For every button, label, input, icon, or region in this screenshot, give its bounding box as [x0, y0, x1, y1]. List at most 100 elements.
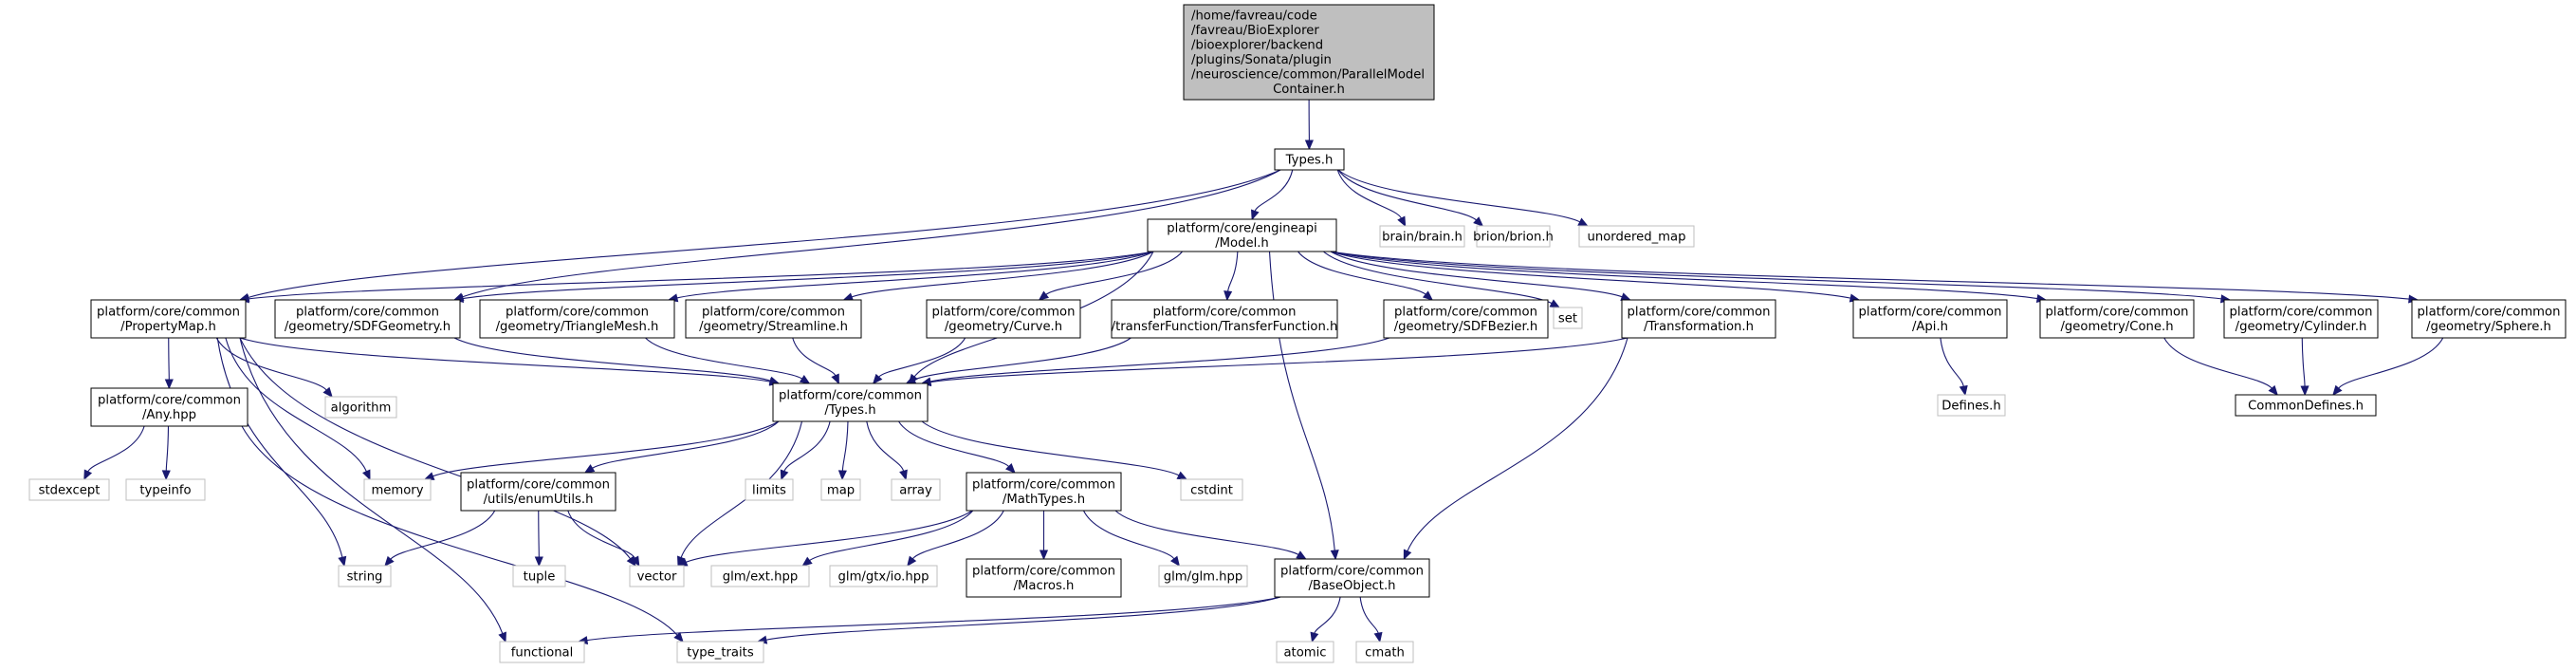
- edge-baseobject-h-to-type-traits: [765, 596, 1281, 641]
- edge-propertymap-h-to-algorithm: [215, 337, 327, 391]
- node-box: [363, 478, 432, 501]
- edge-arrowhead: [673, 631, 684, 643]
- node-tuple: tuple: [512, 565, 566, 587]
- node-streamline-h[interactable]: platform/core/common/geometry/Streamline…: [685, 299, 862, 339]
- node-box: [966, 472, 1122, 512]
- node-cone-h[interactable]: platform/core/common/geometry/Cone.h: [2039, 299, 2195, 339]
- node-label: /geometry/Curve.h: [945, 320, 1062, 334]
- node-label: platform/core/common: [932, 306, 1076, 320]
- node-box: [629, 565, 685, 587]
- edge-arrowhead: [1549, 299, 1561, 308]
- node-label: /neuroscience/common/ParallelModel: [1191, 68, 1425, 83]
- node-box: [1274, 558, 1430, 598]
- node-sdfgeometry-h[interactable]: platform/core/common/geometry/SDFGeometr…: [274, 299, 461, 339]
- edge-arrowhead: [1176, 471, 1188, 480]
- node-label: platform/core/common: [506, 306, 649, 320]
- node-label: memory: [371, 483, 423, 497]
- node-label: /bioexplorer/backend: [1191, 39, 1323, 53]
- node-any-hpp[interactable]: platform/core/common/Any.hpp: [90, 387, 248, 427]
- node-label: platform/core/common: [1153, 306, 1297, 320]
- edge-arrowhead: [1403, 549, 1412, 561]
- node-label: platform/core/common: [702, 306, 845, 320]
- edge-arrowhead: [831, 373, 839, 385]
- node-root[interactable]: /home/favreau/code/favreau/BioExplorer/b…: [1183, 4, 1435, 101]
- node-defines-h: Defines.h: [1937, 394, 2006, 417]
- node-label: map: [827, 483, 855, 497]
- edge-propertymap-h-to-vector: [239, 337, 632, 560]
- node-sphere-h[interactable]: platform/core/common/geometry/Sphere.h: [2411, 299, 2567, 339]
- node-label: /Transformation.h: [1644, 320, 1754, 334]
- node-label: /geometry/Cylinder.h: [2236, 320, 2367, 334]
- node-propertymap-h[interactable]: platform/core/common/PropertyMap.h: [90, 299, 247, 339]
- edge-sdfgeometry-h-to-common-types-h: [453, 337, 771, 382]
- edge-types-h-to-propertymap-h: [248, 169, 1281, 299]
- edge-model-h-to-transferfunction-h: [1227, 251, 1239, 292]
- node-trianglemesh-h[interactable]: platform/core/common/geometry/TriangleMe…: [479, 299, 675, 339]
- edge-transformation-h-to-common-types-h: [929, 337, 1628, 383]
- node-mathtypes-h[interactable]: platform/core/common/MathTypes.h: [966, 472, 1122, 512]
- node-label: platform/core/common: [972, 565, 1115, 579]
- node-map: map: [820, 478, 861, 501]
- node-box: [829, 565, 938, 587]
- node-commondefines-h[interactable]: CommonDefines.h: [2235, 394, 2377, 417]
- node-label: platform/core/common: [2230, 306, 2373, 320]
- edge-arrowhead: [1577, 217, 1589, 227]
- node-box: [2411, 299, 2567, 339]
- node-label: string: [347, 569, 383, 584]
- node-curve-h[interactable]: platform/core/common/geometry/Curve.h: [926, 299, 1081, 339]
- node-label: Defines.h: [1941, 399, 2000, 413]
- edge-transferfunction-h-to-common-types-h: [913, 337, 1132, 381]
- node-label: glm/glm.hpp: [1164, 569, 1243, 584]
- node-box: [1147, 218, 1337, 252]
- edge-common-types-h-to-vector: [680, 420, 803, 558]
- edges-layer: [83, 99, 2444, 645]
- edge-trianglemesh-h-to-common-types-h: [645, 337, 803, 380]
- node-transformation-h[interactable]: platform/core/common/Transformation.h: [1621, 299, 1776, 339]
- node-label: platform/core/common: [1859, 306, 2002, 320]
- node-box: [1379, 225, 1465, 248]
- node-cylinder-h[interactable]: platform/core/common/geometry/Cylinder.h: [2223, 299, 2379, 339]
- node-box: [90, 299, 247, 339]
- node-types-h[interactable]: Types.h: [1274, 148, 1345, 171]
- edge-arrowhead: [907, 555, 917, 568]
- node-string: string: [338, 565, 392, 587]
- node-baseobject-h[interactable]: platform/core/common/BaseObject.h: [1274, 558, 1430, 598]
- node-macros-h[interactable]: platform/core/common/Macros.h: [966, 558, 1122, 598]
- edge-propertymap-h-to-string: [216, 337, 343, 558]
- node-label: /MathTypes.h: [1003, 493, 1085, 507]
- edge-arrowhead: [164, 379, 174, 390]
- node-transferfunction-h[interactable]: platform/core/common/transferFunction/Tr…: [1111, 299, 1338, 339]
- node-api-h[interactable]: platform/core/common/Api.h: [1852, 299, 2008, 339]
- node-box: [1158, 565, 1248, 587]
- edge-arrowhead: [384, 555, 395, 567]
- node-label: /geometry/Cone.h: [2060, 320, 2173, 334]
- node-model-h[interactable]: platform/core/engineapi/Model.h: [1147, 218, 1337, 252]
- edge-model-h-to-cylinder-h: [1330, 251, 2222, 300]
- node-common-types-h[interactable]: platform/core/common/Types.h: [772, 382, 929, 422]
- node-label: vector: [637, 569, 677, 584]
- node-vector: vector: [629, 565, 685, 587]
- edge-types-h-to-unordered-map: [1337, 169, 1581, 223]
- node-box: [676, 641, 764, 663]
- node-label: /utils/enumUtils.h: [484, 493, 594, 507]
- edge-arrowhead: [1169, 555, 1181, 568]
- node-enumutils-h[interactable]: platform/core/common/utils/enumUtils.h: [460, 472, 616, 512]
- node-label: /geometry/Streamline.h: [699, 320, 848, 334]
- node-box: [28, 478, 110, 501]
- node-label: array: [899, 483, 932, 497]
- node-box: [820, 478, 861, 501]
- edge-common-types-h-to-enumutils-h: [592, 420, 780, 469]
- node-box: [324, 396, 397, 419]
- edge-arrowhead: [423, 472, 435, 480]
- edge-mathtypes-h-to-baseobject-h: [1114, 510, 1299, 555]
- node-label: stdexcept: [39, 483, 101, 497]
- node-sdfbezier-h[interactable]: platform/core/common/geometry/SDFBezier.…: [1383, 299, 1549, 339]
- node-box: [772, 382, 929, 422]
- node-box: [1355, 641, 1414, 663]
- node-label: atomic: [1283, 645, 1326, 660]
- edge-mathtypes-h-to-glm-ext: [809, 510, 974, 562]
- edge-arrowhead: [583, 464, 596, 474]
- edge-propertymap-h-to-memory: [225, 337, 367, 472]
- edge-arrowhead: [1005, 463, 1016, 474]
- edge-streamline-h-to-common-types-h: [792, 337, 837, 377]
